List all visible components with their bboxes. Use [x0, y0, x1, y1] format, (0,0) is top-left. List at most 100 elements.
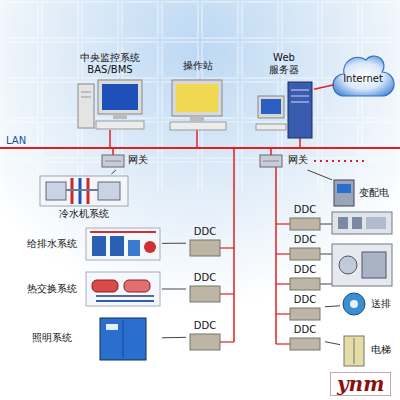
node-label: DDC	[286, 264, 324, 276]
water-supply-picture-part	[90, 231, 156, 233]
node-label: DDC	[286, 324, 324, 336]
water-supply-picture-part	[86, 228, 160, 260]
heat-exchange-picture-part	[96, 295, 154, 297]
water-system: 给排水系统	[22, 226, 162, 262]
water-supply-picture-part	[144, 241, 156, 253]
central-computer-part	[98, 80, 142, 114]
gateway-device-part	[260, 155, 282, 167]
gateway-device	[102, 155, 282, 167]
node-label: 给排水系统	[22, 238, 82, 250]
lan-bus-part	[270, 148, 272, 155]
operator-computer-part	[190, 116, 204, 121]
node-label: DDC	[286, 294, 324, 306]
internet-cloud-part	[333, 56, 394, 96]
operator-computer-part	[170, 122, 226, 130]
heat-exchange-picture-part	[124, 280, 150, 292]
web-server-part	[258, 96, 284, 118]
ddc-controller: DDC	[286, 294, 325, 322]
field-bus-part	[220, 247, 234, 248]
node-label: 网关	[126, 154, 150, 166]
lan-bus-part	[196, 130, 198, 148]
operator-computer	[170, 80, 226, 130]
ddc-controller: DDC	[186, 226, 225, 260]
control-panel-part	[352, 217, 362, 229]
web-server-part	[291, 90, 309, 91]
connector	[314, 85, 334, 90]
ddc-controller-part	[290, 248, 320, 260]
air-handler-part	[339, 256, 357, 274]
node-label: Web 服务器	[266, 52, 302, 76]
elevator: 电梯	[340, 334, 396, 366]
power-distribution: 变配电	[332, 178, 398, 208]
heat-exchange-picture-part	[92, 280, 118, 292]
control-panel-part	[332, 212, 392, 234]
connector	[162, 337, 186, 338]
field-bus-part	[320, 254, 332, 255]
lan-bus-part	[109, 130, 111, 148]
connector	[111, 170, 115, 174]
chiller-picture-part	[46, 182, 66, 200]
node-label: 冷水机系统	[38, 208, 130, 220]
connector	[162, 289, 186, 290]
ddc-controller: DDC	[186, 272, 225, 306]
node-label: Internet	[334, 73, 392, 85]
water-supply-picture-part	[110, 236, 124, 256]
lighting-cabinet	[100, 318, 146, 360]
field-bus-part	[276, 343, 290, 344]
switchgear-cabinet-part	[334, 180, 354, 206]
field-bus-part	[320, 224, 332, 225]
ddc-controller-part	[190, 240, 220, 256]
ddc-controller-part	[290, 278, 320, 290]
field-bus-part	[233, 148, 235, 342]
node-label: 网关	[286, 154, 310, 166]
field-bus-part	[276, 283, 290, 284]
switchgear-cabinet	[334, 180, 354, 206]
central-computer-part	[78, 84, 94, 128]
lan-bus-part	[0, 147, 400, 149]
central-computer-part	[113, 114, 127, 119]
web-server-part	[261, 99, 281, 114]
air-handler	[332, 244, 392, 286]
gateway-device-part	[263, 161, 279, 162]
central-computer-part	[81, 97, 91, 98]
node-label: 中央监控系统 BAS/BMS	[75, 52, 145, 76]
node-label: 电梯	[368, 344, 394, 356]
control-panel-part	[338, 217, 348, 229]
field-bus-part	[276, 253, 290, 254]
ddc-controller-part	[290, 308, 320, 320]
field-bus-part	[276, 313, 290, 314]
chiller-picture-part	[66, 189, 98, 191]
connector	[325, 305, 340, 307]
internet-cloud	[333, 56, 394, 96]
heat-exchange-picture	[86, 272, 160, 306]
exhaust-fan: 送排	[340, 290, 396, 318]
field-bus	[220, 148, 332, 344]
node-label: 变配电	[356, 187, 392, 199]
chiller-picture-part	[40, 176, 128, 206]
field-bus-part	[275, 167, 277, 344]
exhaust-fan	[343, 293, 365, 315]
lighting-cabinet-part	[123, 320, 124, 358]
monitor-station: 中央监控系统 BAS/BMS	[70, 52, 150, 134]
exhaust-fan-part	[343, 293, 365, 315]
network-label: LAN	[6, 135, 26, 147]
node-label: DDC	[186, 320, 224, 332]
chiller-picture-part	[98, 182, 120, 200]
central-computer-part	[96, 121, 144, 129]
ddc-controller: DDC	[186, 320, 225, 354]
ddc-controller-part	[290, 338, 320, 350]
gateway: 网关	[258, 152, 312, 170]
node-label: DDC	[186, 272, 224, 284]
water-supply-picture-part	[92, 236, 106, 256]
field-bus-part	[320, 284, 332, 285]
node-label: 操作站	[165, 60, 230, 72]
node-label: 送排	[368, 298, 394, 310]
web-server-part	[256, 124, 286, 130]
node-label: DDC	[186, 226, 224, 238]
air-handler-part	[362, 252, 386, 278]
lighting-system: 照明系统	[22, 316, 162, 362]
operator-computer-part	[172, 80, 222, 116]
central-computer	[78, 80, 144, 129]
